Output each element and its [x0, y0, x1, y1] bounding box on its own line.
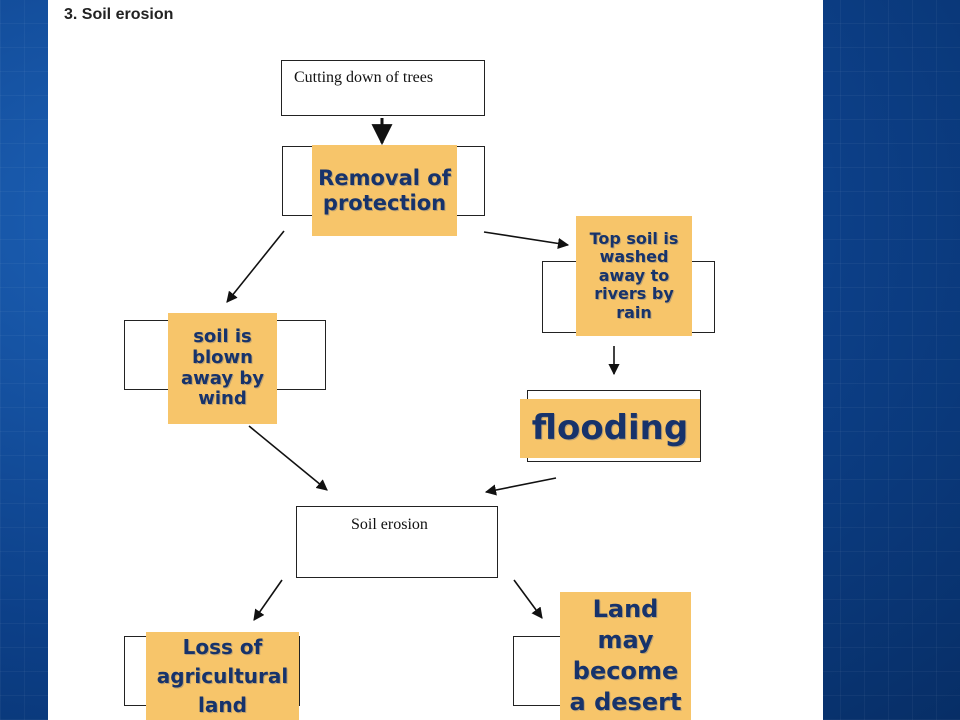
arrow-erosion-to-desert	[513, 579, 543, 619]
box-cutting-trees	[281, 60, 485, 116]
arrow-wind-to-erosion	[248, 425, 328, 491]
arrow-removal-to-rain	[483, 231, 570, 249]
diagram-panel: 3. Soil erosion Cutting down of trees So…	[48, 0, 823, 720]
tag-removal-protection: Removal of protection	[312, 145, 457, 236]
arrow-removal-to-wind	[226, 230, 285, 303]
arrow-flooding-to-erosion	[484, 477, 557, 496]
label-cutting-trees: Cutting down of trees	[294, 69, 434, 86]
tag-loss-land: Loss of agricultural land	[146, 632, 299, 720]
flow-arrows	[226, 118, 620, 621]
tag-soil-blown: soil is blown away by wind	[168, 313, 277, 424]
box-soil-erosion	[296, 506, 498, 578]
diagram-title: 3. Soil erosion	[64, 6, 174, 23]
tag-desert: Land may become a desert	[560, 592, 691, 720]
label-soil-erosion: Soil erosion	[351, 516, 428, 533]
tag-top-soil-washed: Top soil is washed away to rivers by rai…	[576, 216, 692, 336]
tag-flooding: flooding	[520, 399, 700, 458]
arrow-erosion-to-loss	[253, 579, 283, 621]
